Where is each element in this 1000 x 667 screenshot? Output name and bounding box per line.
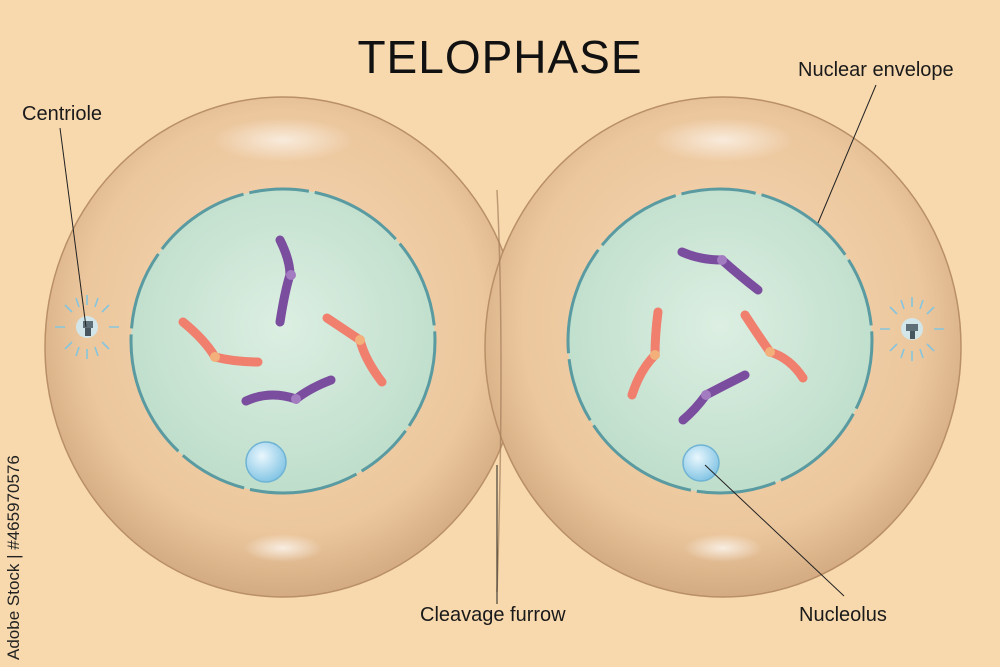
stock-watermark-id: Adobe Stock | #465970576 <box>4 455 23 660</box>
cleavage-furrow-line <box>496 189 502 593</box>
cleavage-furrow-label: Cleavage furrow <box>420 604 566 626</box>
left-chromosomes <box>178 235 387 406</box>
right-chromosomes <box>627 247 808 425</box>
right-nucleus <box>566 187 874 495</box>
centromere <box>650 350 660 360</box>
centromere <box>291 394 301 404</box>
centromere <box>765 347 775 357</box>
left-centriole <box>55 295 119 359</box>
centromere <box>210 352 220 362</box>
nuclear-envelope-leader <box>817 84 877 224</box>
leader-lines <box>59 84 877 604</box>
right-nucleolus <box>682 444 720 482</box>
centriole-leader <box>59 127 87 328</box>
nucleolus-label: Nucleolus <box>799 604 887 626</box>
nucleolus-leader <box>704 464 845 597</box>
centromere <box>355 335 365 345</box>
page-title: TELOPHASE <box>357 31 643 83</box>
centromere <box>717 255 727 265</box>
right-centriole <box>880 297 944 361</box>
centriole-label: Centriole <box>22 103 103 125</box>
nuclear-envelope-label: Nuclear envelope <box>798 59 954 81</box>
left-nucleolus <box>245 441 287 483</box>
centromere <box>701 390 711 400</box>
left-nucleus <box>129 187 437 495</box>
centromere <box>286 270 296 280</box>
